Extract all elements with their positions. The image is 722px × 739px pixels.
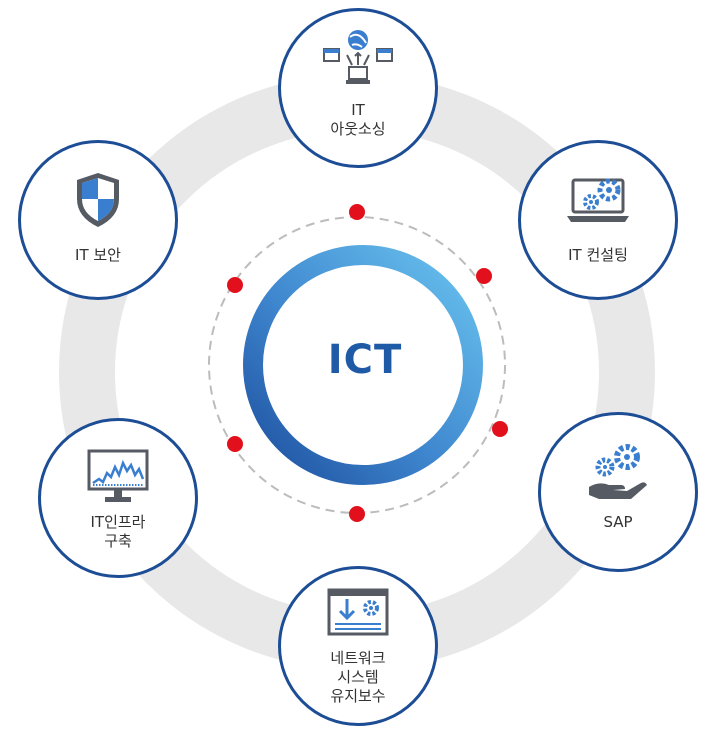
service-node-security[interactable]: IT 보안 <box>18 140 178 300</box>
laptop-gears-icon <box>567 178 629 222</box>
service-label: SAP <box>603 513 633 531</box>
service-label: IT 아웃소싱 <box>330 101 386 138</box>
service-node-sap[interactable]: SAP <box>538 412 698 572</box>
orbit-dot <box>476 268 492 284</box>
service-node-infra[interactable]: IT인프라 구축 <box>38 418 198 578</box>
hand-gears-icon <box>589 444 647 499</box>
orbit-dot <box>349 204 365 220</box>
center-gradient-ring <box>243 245 483 485</box>
orbit-dot <box>227 436 243 452</box>
monitor-chart-icon <box>87 449 149 502</box>
service-label: IT 보안 <box>75 246 121 264</box>
shield-icon <box>77 173 119 227</box>
center-label: ICT <box>327 337 403 383</box>
orbit-dot <box>349 506 365 522</box>
service-node-outsourcing[interactable]: IT 아웃소싱 <box>278 8 438 168</box>
service-label: IT인프라 구축 <box>90 513 146 550</box>
orbit-dot <box>227 277 243 293</box>
service-label: IT 컨설팅 <box>568 246 628 264</box>
service-label: 네트워크 시스템 유지보수 <box>330 649 386 705</box>
service-node-consulting[interactable]: IT 컨설팅 <box>518 140 678 300</box>
orbit-dot <box>492 421 508 437</box>
network-computer-icon <box>323 30 393 84</box>
service-node-maintenance[interactable]: 네트워크 시스템 유지보수 <box>278 566 438 726</box>
download-gear-window-icon <box>327 588 389 636</box>
